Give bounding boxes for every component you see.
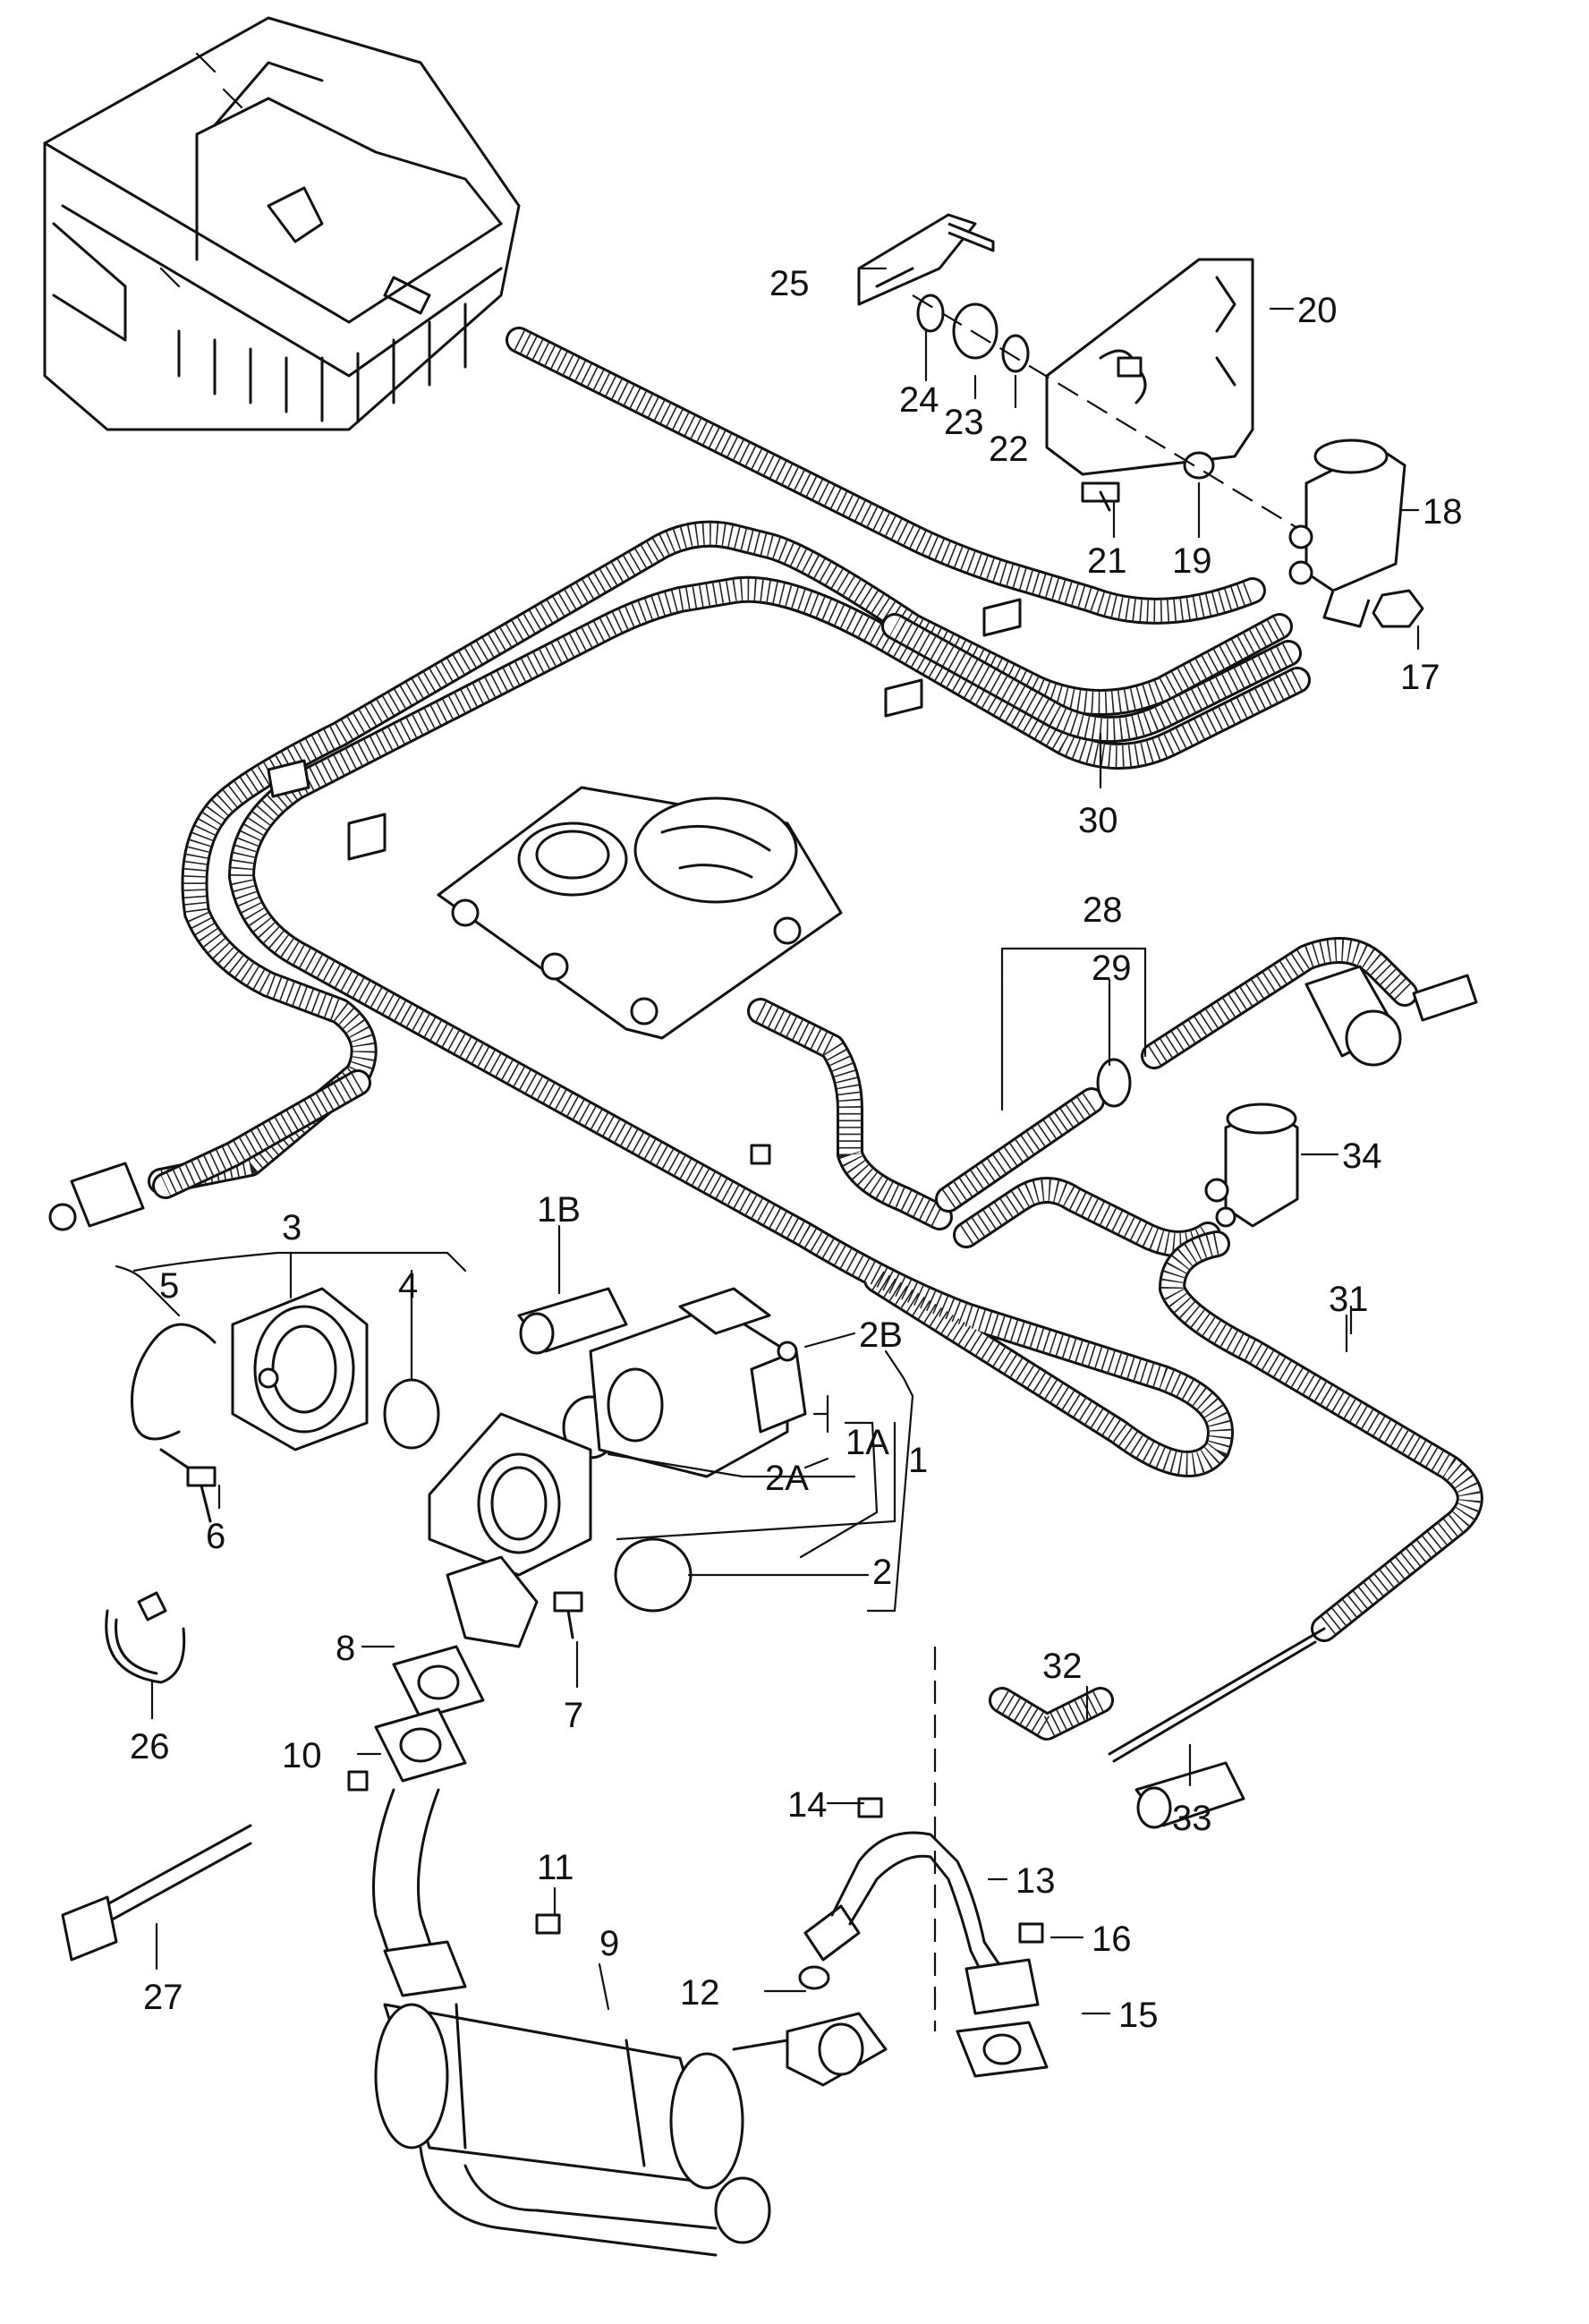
egr-cooler — [372, 1788, 888, 2257]
vacuum-unit — [1204, 1102, 1299, 1228]
vacuum-reservoir — [48, 1162, 145, 1231]
callout-26: 26 — [130, 1727, 170, 1766]
callout-34: 34 — [1342, 1136, 1382, 1176]
heat-shields — [517, 1287, 1245, 1829]
bracket — [1045, 258, 1254, 476]
callout-18: 18 — [1423, 492, 1463, 532]
callout-14: 14 — [787, 1785, 828, 1825]
callout-33: 33 — [1172, 1799, 1212, 1838]
callout-12: 12 — [680, 1973, 720, 2013]
callout-labels: 25 20 24 23 22 18 21 19 17 30 28 29 34 1… — [130, 264, 1463, 2035]
callout-8: 8 — [336, 1629, 355, 1668]
callout-28: 28 — [1083, 890, 1123, 930]
gaskets — [374, 1645, 485, 1783]
callout-22: 22 — [989, 430, 1029, 469]
callout-13: 13 — [1015, 1861, 1056, 1901]
callout-29: 29 — [1092, 949, 1132, 988]
air-filter-housing — [43, 16, 521, 431]
callout-4: 4 — [398, 1266, 418, 1306]
callout-9: 9 — [599, 1924, 619, 1963]
callout-25: 25 — [769, 264, 810, 303]
callout-32: 32 — [1042, 1647, 1083, 1686]
callout-15: 15 — [1118, 1996, 1159, 2035]
callout-2: 2 — [872, 1553, 892, 1592]
callout-27: 27 — [143, 1978, 183, 2017]
callout-17: 17 — [1400, 658, 1440, 697]
engine-cover — [437, 786, 843, 1040]
callout-3: 3 — [282, 1208, 302, 1247]
hardware-small-parts — [857, 213, 1424, 628]
callout-10: 10 — [282, 1736, 322, 1775]
callout-16: 16 — [1092, 1920, 1132, 1959]
egr-flange-housing — [428, 1412, 592, 1648]
callout-21: 21 — [1087, 541, 1127, 581]
non-return-valve — [1096, 965, 1478, 1108]
egr-valve — [589, 1287, 807, 1478]
callout-1: 1 — [908, 1441, 928, 1480]
callout-31: 31 — [1329, 1280, 1369, 1319]
callout-5: 5 — [159, 1266, 179, 1306]
callout-11: 11 — [537, 1848, 574, 1887]
hose-clips — [267, 598, 1022, 861]
bolts — [186, 356, 1143, 1944]
callout-1B: 1B — [537, 1190, 581, 1230]
callout-2A: 2A — [765, 1459, 809, 1498]
callout-23: 23 — [944, 403, 984, 442]
intake-manifold-flap — [131, 1287, 369, 1469]
callout-7: 7 — [564, 1696, 583, 1735]
callout-2B: 2B — [859, 1315, 903, 1355]
callout-6: 6 — [206, 1517, 225, 1556]
callout-1A: 1A — [845, 1423, 889, 1462]
callout-19: 19 — [1172, 541, 1212, 581]
leader-lines — [115, 267, 1420, 2015]
vacuum-hose-network — [148, 327, 1483, 1763]
callout-30: 30 — [1078, 801, 1118, 840]
change-over-valve — [1288, 438, 1406, 628]
clamp-and-ties — [61, 1591, 252, 1962]
callout-20: 20 — [1297, 291, 1338, 330]
callout-24: 24 — [899, 380, 939, 420]
egr-pipe — [830, 1831, 1049, 2078]
